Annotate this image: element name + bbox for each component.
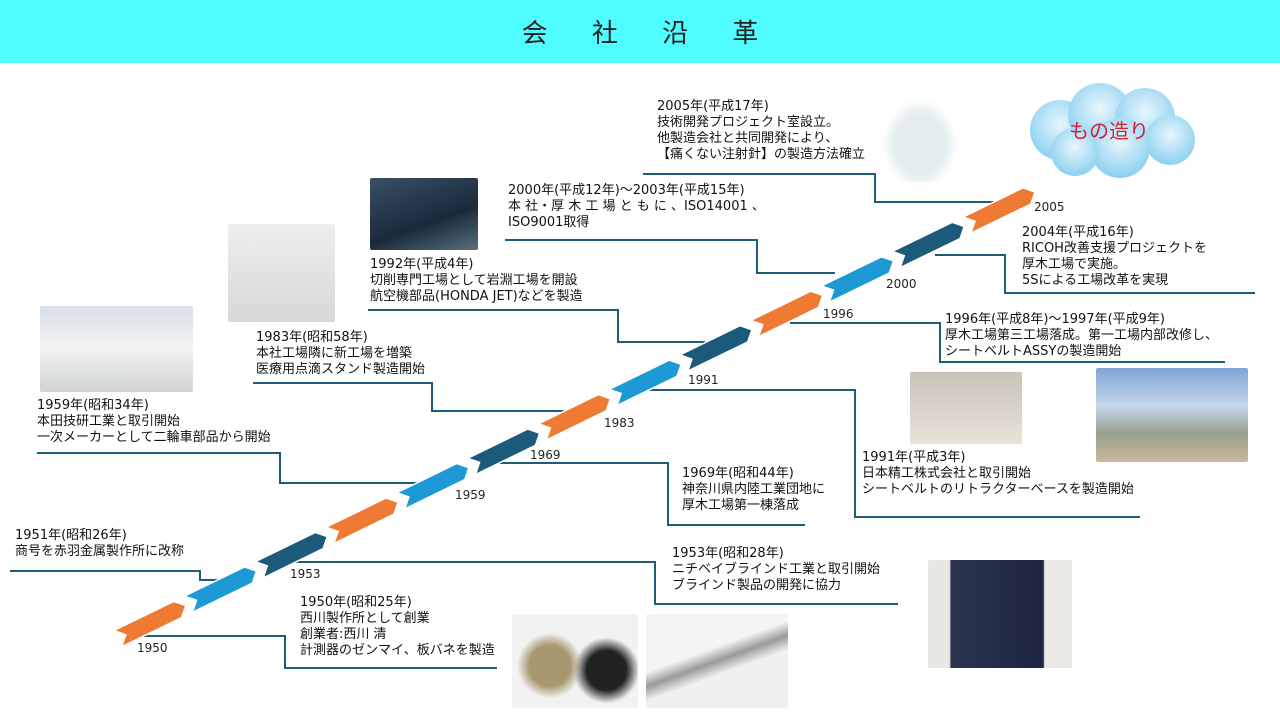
honda-jet-image bbox=[370, 178, 478, 250]
iv-stand-image bbox=[228, 224, 335, 322]
seatbelt-image bbox=[910, 372, 1022, 444]
event-1991: 1991年(平成3年)日本精工株式会社と取引開始シートベルトのリトラクターベース… bbox=[862, 450, 1134, 498]
leaf-spring-image bbox=[646, 614, 788, 708]
connector-1969 bbox=[500, 462, 805, 526]
timeline-segment bbox=[324, 497, 400, 545]
event-1953: 1953年(昭和28年)ニチベイブラインド工業と取引開始ブラインド製品の開発に協… bbox=[672, 546, 880, 594]
event-description: 神奈川県内陸工業団地に bbox=[682, 482, 826, 497]
event-2004: 2004年(平成16年)RICOH改善支援プロジェクトを厚木工場で実施。5Sによ… bbox=[1022, 225, 1207, 289]
event-description: ISO9001取得 bbox=[508, 215, 590, 230]
event-date: 2004年(平成16年) bbox=[1022, 225, 1134, 240]
blinds-image bbox=[928, 560, 1072, 668]
header-bar: 会 社 沿 革 bbox=[0, 0, 1280, 63]
event-date: 1951年(昭和26年) bbox=[15, 528, 127, 543]
event-description: 日本精工株式会社と取引開始 bbox=[862, 466, 1032, 481]
timeline-segment bbox=[253, 531, 329, 580]
connector-2005 bbox=[643, 173, 1030, 203]
event-date: 1953年(昭和28年) bbox=[672, 546, 784, 561]
event-description: 本 社・厚 木 工 場 と も に 、ISO14001 、 bbox=[508, 199, 765, 214]
event-description: 厚木工場第三工場落成。第一工場内部改修し、 bbox=[945, 328, 1219, 343]
year-label: 2005 bbox=[1034, 200, 1065, 214]
event-description: 本田技研工業と取引開始 bbox=[37, 414, 181, 429]
event-1996: 1996年(平成8年)～1997年(平成9年)厚木工場第三工場落成。第一工場内部… bbox=[945, 312, 1218, 360]
connector-1983 bbox=[253, 382, 565, 412]
event-date: 1983年(昭和58年) bbox=[256, 330, 368, 345]
timeline-segment bbox=[465, 428, 541, 476]
event-1950: 1950年(昭和25年)西川製作所として創業創業者:西川 清計測器のゼンマイ、板… bbox=[300, 595, 495, 659]
event-description: 商号を赤羽金属製作所に改称 bbox=[15, 544, 185, 559]
event-description: 技術開発プロジェクト室設立。 bbox=[657, 115, 840, 130]
event-description: 他製造会社と共同開発により、 bbox=[657, 131, 839, 146]
springs-image bbox=[512, 614, 638, 708]
connector-lines bbox=[10, 173, 1255, 669]
event-description: 創業者:西川 清 bbox=[300, 627, 387, 642]
event-description: 【痛くない注射針】の製造方法確立 bbox=[657, 147, 866, 162]
event-description: シートベルトのリトラクターベースを製造開始 bbox=[862, 482, 1134, 497]
timeline-segment bbox=[748, 290, 824, 339]
event-description: 5Sによる工場改革を実現 bbox=[1022, 273, 1169, 288]
event-date: 1950年(昭和25年) bbox=[300, 595, 412, 610]
event-description: 計測器のゼンマイ、板バネを製造 bbox=[300, 643, 495, 658]
event-1951: 1951年(昭和26年)商号を赤羽金属製作所に改称 bbox=[15, 528, 184, 560]
event-date: 1991年(平成3年) bbox=[862, 450, 966, 465]
event-description: 厚木工場で実施。 bbox=[1022, 257, 1127, 272]
event-description: 厚木工場第一棟落成 bbox=[682, 498, 800, 513]
event-1992: 1992年(平成4年)切削専門工場として岩淵工場を開設航空機部品(HONDA J… bbox=[370, 257, 583, 305]
event-1959: 1959年(昭和34年)本田技研工業と取引開始一次メーカーとして二輪車部品から開… bbox=[37, 398, 271, 446]
race-car-image bbox=[40, 306, 193, 392]
event-description: 西川製作所として創業 bbox=[300, 611, 430, 626]
event-1983: 1983年(昭和58年)本社工場隣に新工場を増築医療用点滴スタンド製造開始 bbox=[256, 330, 425, 378]
event-description: ニチベイブラインド工業と取引開始 bbox=[672, 562, 881, 577]
year-label: 1991 bbox=[688, 373, 719, 387]
event-description: 一次メーカーとして二輪車部品から開始 bbox=[37, 430, 271, 445]
event-date: 1969年(昭和44年) bbox=[682, 466, 794, 481]
year-label: 1983 bbox=[604, 416, 635, 430]
timeline-segment bbox=[111, 600, 187, 649]
connector-1951 bbox=[10, 570, 218, 581]
insulin-needle-image bbox=[882, 98, 958, 182]
connector-2004 bbox=[935, 254, 1255, 294]
timeline-segment bbox=[819, 255, 895, 304]
event-date: 2000年(平成12年)～2003年(平成15年) bbox=[508, 183, 745, 198]
timeline-segment bbox=[961, 186, 1036, 235]
year-label: 1950 bbox=[137, 641, 168, 655]
connector-1992 bbox=[368, 309, 705, 343]
event-description: RICOH改善支援プロジェクトを bbox=[1022, 241, 1207, 256]
connector-1953 bbox=[295, 561, 898, 605]
year-label: 2000 bbox=[886, 277, 917, 291]
event-description: 本社工場隣に新工場を増築 bbox=[256, 346, 413, 361]
timeline-segment bbox=[394, 462, 470, 511]
event-description: 切削専門工場として岩淵工場を開設 bbox=[370, 273, 578, 288]
event-description: 医療用点滴スタンド製造開始 bbox=[256, 362, 426, 377]
connector-2000 bbox=[505, 239, 835, 274]
event-2005: 2005年(平成17年)技術開発プロジェクト室設立。他製造会社と共同開発により、… bbox=[657, 99, 865, 163]
connector-1950 bbox=[130, 635, 497, 669]
timeline-segment bbox=[182, 566, 258, 614]
event-description: 航空機部品(HONDA JET)などを製造 bbox=[370, 289, 583, 304]
cloud-label: もの造り bbox=[1069, 119, 1149, 143]
connector-1959 bbox=[37, 452, 430, 484]
connector-1996 bbox=[790, 322, 1225, 363]
timeline-segment bbox=[607, 359, 683, 407]
event-date: 2005年(平成17年) bbox=[657, 99, 769, 114]
event-description: シートベルトASSYの製造開始 bbox=[945, 344, 1122, 359]
connector-1991 bbox=[650, 389, 1140, 518]
event-description: ブラインド製品の開発に協力 bbox=[672, 578, 842, 593]
event-date: 1992年(平成4年) bbox=[370, 257, 474, 272]
event-date: 1959年(昭和34年) bbox=[37, 398, 149, 413]
year-label: 1953 bbox=[290, 567, 321, 581]
page-title: 会 社 沿 革 bbox=[521, 19, 777, 49]
event-1969: 1969年(昭和44年)神奈川県内陸工業団地に厚木工場第一棟落成 bbox=[682, 466, 825, 514]
event-date: 1996年(平成8年)～1997年(平成9年) bbox=[945, 312, 1165, 327]
timeline-segment bbox=[536, 393, 612, 442]
cloud-shape bbox=[1030, 83, 1195, 178]
timeline-segment bbox=[677, 324, 753, 373]
year-label: 1996 bbox=[823, 307, 854, 321]
timeline-segment bbox=[890, 221, 966, 270]
year-label: 1969 bbox=[530, 448, 561, 462]
event-2000: 2000年(平成12年)～2003年(平成15年)本 社・厚 木 工 場 と も… bbox=[508, 183, 765, 231]
year-label: 1959 bbox=[455, 488, 486, 502]
factory-building-image bbox=[1096, 368, 1248, 462]
